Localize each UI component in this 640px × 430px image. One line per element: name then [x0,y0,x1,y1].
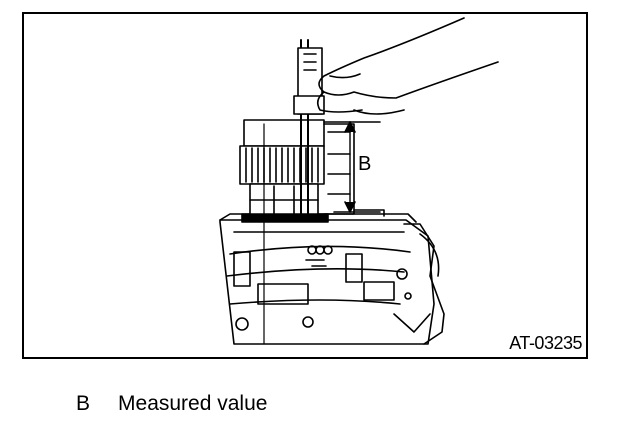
depth-gauge [263,39,325,345]
dimension-label: B [358,153,371,175]
side-housing [393,223,445,345]
legend-description: Measured value [118,392,268,415]
legend-symbol: B [76,392,91,415]
gauge-measurement-drawing: B [219,17,499,345]
hand-holding-gauge [316,17,499,115]
dimension-b-arrow [323,121,381,213]
technical-illustration: B AT-03235 [22,12,588,359]
legend: B Measured value [76,392,267,416]
gear-assembly [239,119,385,223]
figure-id: AT-03235 [509,333,582,353]
